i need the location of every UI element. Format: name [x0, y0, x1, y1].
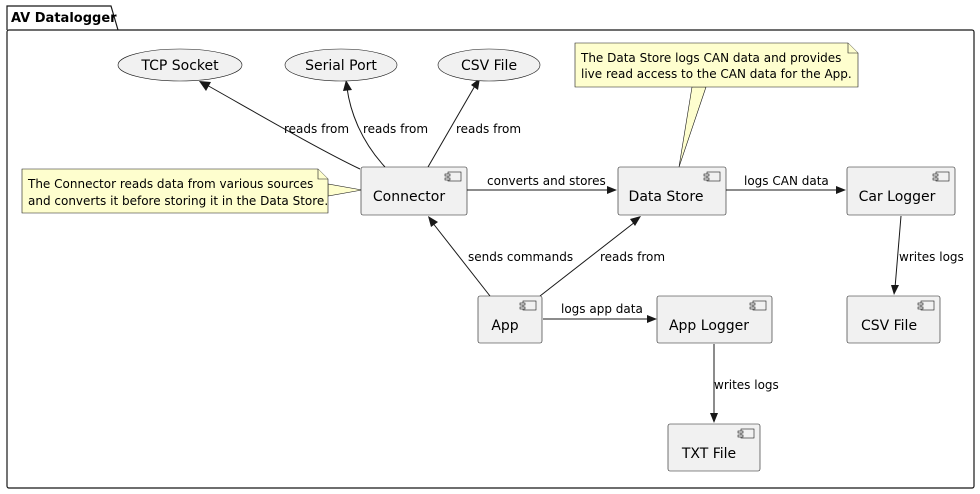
arrowhead [647, 315, 657, 323]
component-label: TXT File [681, 446, 736, 462]
note-line: The Data Store logs CAN data and provide… [580, 51, 841, 65]
edge-label-store-carlogger: logs CAN data [744, 174, 829, 188]
edges: reads from reads from reads from convert… [199, 78, 964, 423]
component-icon [737, 428, 755, 439]
ellipse-serial-port [284, 48, 398, 82]
component-label: Car Logger [859, 189, 936, 205]
arrowhead [343, 80, 352, 91]
component-csv-file: CSV File [846, 295, 941, 344]
component-icon [917, 300, 935, 311]
note-data-store: The Data Store logs CAN data and provide… [574, 42, 859, 88]
component-label: App [491, 318, 518, 334]
note-pointer-data-store [678, 86, 707, 168]
component-icon [519, 300, 537, 311]
edge-label-connector-store: converts and stores [487, 174, 606, 188]
edge-label-app-applogger: logs app data [561, 302, 643, 316]
note-pointer-connector [327, 183, 363, 197]
edge-label-applogger-txt: writes logs [714, 378, 779, 392]
note-line: and converts it before storing it in the… [28, 194, 328, 208]
component-label: Connector [373, 189, 445, 205]
component-app: App [477, 295, 543, 344]
edge-connector-serial [346, 87, 386, 168]
edge-label-connector-csv: reads from [456, 122, 521, 136]
component-connector: Connector [360, 166, 468, 216]
edge-label-app-store: reads from [600, 250, 665, 264]
component-icon [749, 300, 767, 311]
edge-connector-tcp [204, 83, 361, 170]
note-line: live read access to the CAN data for the… [581, 67, 852, 81]
edge-connector-csv [427, 83, 477, 168]
edge-app-connector [431, 221, 491, 297]
arrowhead [607, 186, 617, 194]
edge-label-connector-tcp: reads from [284, 122, 349, 136]
arrowhead [630, 216, 641, 226]
arrowhead [836, 186, 846, 194]
arrowhead [710, 413, 718, 423]
edge-carlogger-csv [894, 215, 902, 289]
note-connector: The Connector reads data from various so… [21, 168, 329, 214]
source-label: CSV File [461, 58, 517, 74]
edge-label-carlogger-csv: writes logs [899, 250, 964, 264]
source-label: Serial Port [305, 58, 377, 74]
note-line: The Connector reads data from various so… [27, 177, 313, 191]
arrowhead [199, 81, 211, 91]
edge-app-store [539, 221, 636, 297]
component-label: CSV File [861, 318, 917, 334]
component-label: App Logger [669, 318, 749, 334]
component-icon [444, 171, 462, 182]
edge-label-connector-serial: reads from [363, 122, 428, 136]
source-csv-file: CSV File [437, 48, 541, 82]
arrowhead [471, 78, 480, 90]
component-txt-file: TXT File [667, 423, 761, 472]
component-label: Data Store [629, 189, 704, 205]
source-serial-port: Serial Port [284, 48, 398, 82]
arrowhead [428, 216, 438, 227]
ellipse-csv-file [437, 48, 541, 82]
component-app-logger: App Logger [656, 295, 773, 344]
ellipse-tcp-socket [117, 48, 243, 82]
source-tcp-socket: TCP Socket [117, 48, 243, 82]
edge-label-app-connector: sends commands [468, 250, 573, 264]
component-car-logger: Car Logger [846, 166, 956, 216]
source-label: TCP Socket [140, 58, 219, 74]
arrowhead [891, 285, 899, 295]
component-data-store: Data Store [617, 166, 727, 216]
component-icon [932, 171, 950, 182]
package-av-datalogger: AV Datalogger [6, 5, 975, 489]
package-title: AV Datalogger [11, 11, 117, 26]
component-icon [703, 171, 721, 182]
